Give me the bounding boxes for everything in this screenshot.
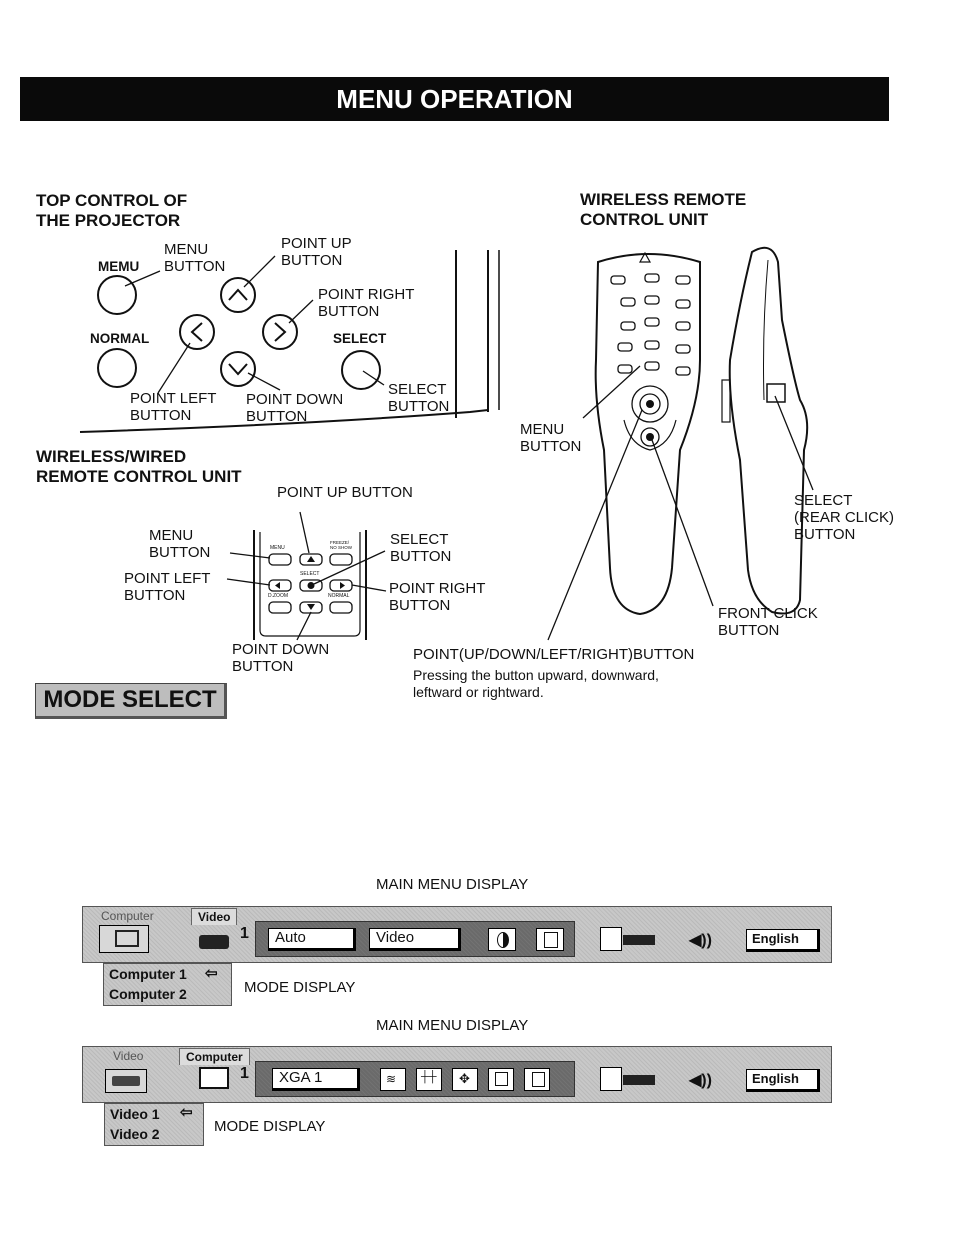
vcr-icon — [199, 935, 229, 949]
total-dots-icon[interactable]: ┼┼ — [416, 1068, 442, 1091]
main-menu-bar-2: Video Computer 1 XGA 1 ≋ ┼┼ ✥ ◀)) Englis… — [82, 1046, 832, 1103]
memu-label: MEMU — [98, 259, 140, 274]
projector-icon[interactable] — [623, 1075, 655, 1085]
tab-computer[interactable]: Computer — [179, 1048, 250, 1065]
point-up-label: POINT UP BUTTON — [281, 235, 352, 269]
memory-icon[interactable] — [488, 1068, 514, 1091]
wired-point-right-label: POINT RIGHT BUTTON — [389, 580, 486, 614]
point-down-label: POINT DOWN BUTTON — [246, 391, 344, 425]
computer-icon — [199, 1067, 229, 1089]
point-left-label: POINT LEFT BUTTON — [130, 390, 217, 424]
menu-button-label: MENU BUTTON — [164, 241, 226, 275]
volume-icon[interactable]: ◀)) — [689, 1072, 712, 1089]
menu-button-circle — [97, 275, 137, 315]
front-click-label: FRONT CLICK BUTTON — [718, 605, 818, 639]
wired-select-label: SELECT BUTTON — [390, 531, 452, 565]
key-menu-text: MENU — [270, 545, 285, 551]
point-right-label: POINT RIGHT BUTTON — [318, 286, 415, 320]
language-field[interactable]: English — [746, 929, 820, 952]
tab-video[interactable]: Video — [113, 1049, 144, 1063]
key-normal-text: NORMAL — [328, 593, 350, 599]
main-menu-caption-2: MAIN MENU DISPLAY — [376, 1017, 529, 1034]
mode-display-2: Video 1 Video 2 — [104, 1103, 204, 1146]
volume-icon[interactable]: ◀)) — [689, 932, 712, 949]
mode-select-heading: MODE SELECT — [35, 683, 227, 719]
pointer-arrow-icon: ⇦ — [205, 965, 218, 982]
mode-item-video-2[interactable]: Video 2 — [110, 1126, 160, 1142]
top-control-heading: TOP CONTROL OF THE PROJECTOR — [36, 191, 188, 230]
color-icon[interactable] — [488, 928, 516, 951]
wireless-select-label: SELECT (REAR CLICK) BUTTON — [794, 492, 895, 543]
mode-item-computer-2[interactable]: Computer 2 — [109, 986, 187, 1002]
point-udlr-label: POINT(UP/DOWN/LEFT/RIGHT)BUTTON — [413, 646, 695, 663]
page-title: MENU OPERATION — [20, 77, 889, 121]
wired-point-down-label: POINT DOWN BUTTON — [232, 641, 330, 675]
screen-icon[interactable] — [600, 927, 622, 951]
wireless-menu-label: MENU BUTTON — [520, 421, 582, 455]
auto-field[interactable]: Auto — [268, 928, 356, 951]
wired-remote-heading: WIRELESS/WIRED REMOTE CONTROL UNIT — [36, 447, 242, 486]
submenu-panel: XGA 1 ≋ ┼┼ ✥ — [255, 1061, 575, 1097]
mode-number: 1 — [240, 925, 249, 942]
key-dzoom-text: D.ZOOM — [268, 593, 288, 599]
pointer-arrow-icon: ⇦ — [180, 1104, 193, 1121]
mode-number: 1 — [240, 1065, 249, 1082]
fine-sync-icon[interactable]: ≋ — [380, 1068, 406, 1091]
normal-label: NORMAL — [90, 331, 150, 346]
point-description: Pressing the button upward, downward, le… — [413, 667, 659, 700]
page-icon[interactable] — [524, 1068, 550, 1091]
wired-menu-label: MENU BUTTON — [149, 527, 211, 561]
resolution-field[interactable]: XGA 1 — [272, 1068, 360, 1091]
select-label: SELECT — [333, 331, 387, 346]
key-freeze-text: FREEZE/ NO SHOW — [330, 540, 352, 550]
select-button-label: SELECT BUTTON — [388, 381, 450, 415]
wireless-remote-heading: WIRELESS REMOTE CONTROL UNIT — [580, 190, 747, 229]
screen-icon[interactable] — [600, 1067, 622, 1091]
mode-display-1: Computer 1 Computer 2 — [103, 963, 232, 1006]
page-icon[interactable] — [536, 928, 564, 951]
submenu-panel: Auto Video — [255, 921, 575, 957]
normal-button-circle — [97, 348, 137, 388]
mode-display-caption-1: MODE DISPLAY — [244, 979, 356, 996]
language-field[interactable]: English — [746, 1069, 820, 1092]
wired-point-left-label: POINT LEFT BUTTON — [124, 570, 211, 604]
video-field[interactable]: Video — [369, 928, 461, 951]
main-menu-caption-1: MAIN MENU DISPLAY — [376, 876, 529, 893]
tab-computer[interactable]: Computer — [101, 909, 154, 923]
main-menu-bar-1: Computer Video 1 Auto Video ◀)) English — [82, 906, 832, 963]
vcr-icon — [105, 1069, 147, 1093]
mode-item-video-1[interactable]: Video 1 — [110, 1106, 160, 1122]
position-icon[interactable]: ✥ — [452, 1068, 478, 1091]
projector-icon[interactable] — [623, 935, 655, 945]
mode-item-computer-1[interactable]: Computer 1 — [109, 966, 187, 982]
wired-point-up-label: POINT UP BUTTON — [277, 484, 413, 501]
mode-display-caption-2: MODE DISPLAY — [214, 1118, 326, 1135]
tab-video[interactable]: Video — [191, 908, 238, 925]
computer-icon — [99, 925, 149, 953]
key-select-text: SELECT — [300, 571, 320, 577]
